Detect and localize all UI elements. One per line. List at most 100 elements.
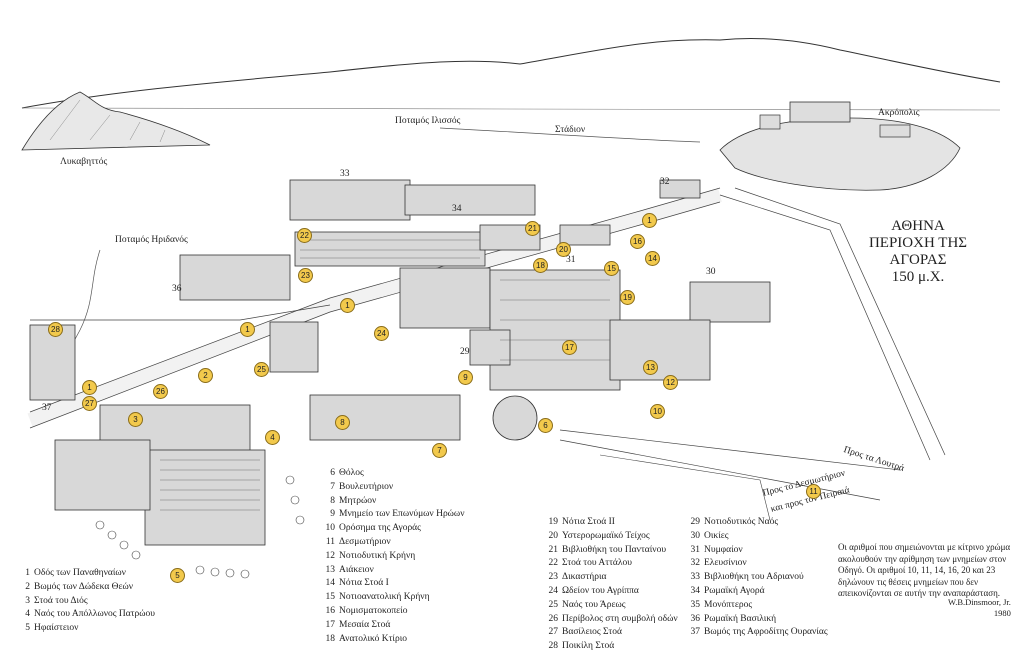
legend-item: 5 Ηφαίστειον — [18, 622, 155, 636]
legend-item-label: Οικίες — [704, 530, 729, 541]
legend-item-label: Βιβλιοθήκη του Πανταίνου — [562, 544, 667, 555]
legend-item-number: 14 — [325, 578, 336, 589]
legend-item-label: Ορόσημα της Αγοράς — [339, 523, 421, 534]
legend-item: 6 Θόλος — [315, 467, 465, 481]
legend-item-label: Νοτιοδυτική Κρήνη — [339, 550, 416, 561]
legend-item-label: Ρωμαϊκή Βασιλική — [704, 613, 777, 624]
legend-item-number: 15 — [325, 592, 336, 603]
map-number-33: 33 — [340, 169, 350, 179]
legend-item: 11 Δεσμωτήριον — [315, 536, 465, 550]
badge-15: 15 — [604, 261, 619, 276]
ilissos-river — [439, 127, 701, 143]
road-west — [30, 304, 331, 321]
badge-14: 14 — [645, 251, 660, 266]
badge-18: 18 — [533, 258, 548, 273]
legend-item-number: 21 — [548, 544, 559, 555]
legend-item-number: 30 — [690, 530, 701, 541]
badge-16: 16 — [630, 234, 645, 249]
tholos — [492, 395, 538, 441]
legend-item-number: 32 — [690, 558, 701, 569]
badge-1a: 1 — [642, 213, 657, 228]
legend-item-number: 2 — [25, 581, 30, 592]
badge-11: 11 — [806, 484, 821, 499]
legend-item-label: Ναός του Άρεως — [562, 599, 626, 610]
royal-stoa — [54, 439, 151, 511]
badge-3: 3 — [128, 412, 143, 427]
legend-item-number: 6 — [330, 468, 335, 478]
road-east — [719, 194, 931, 461]
legend-item-label: Νοτιοανατολική Κρήνη — [339, 592, 430, 603]
legend-item-number: 11 — [325, 536, 335, 547]
parthenon — [789, 101, 851, 123]
legend-item-label: Ελευσίνιον — [704, 558, 747, 569]
legend-item-number: 18 — [325, 633, 336, 644]
legend-item-label: Θόλος — [339, 468, 364, 478]
label-eridanos: Ποταμός Ηριδανός — [115, 235, 188, 245]
badge-24: 24 — [374, 326, 389, 341]
legend-item-label: Ωδείον του Αγρίππα — [562, 585, 639, 596]
legend-item-number: 36 — [690, 613, 701, 624]
title-line-2: ΠΕΡΙΟΧΗ ΤΗΣ ΑΓΟΡΑΣ — [868, 235, 968, 268]
coastline — [21, 107, 1001, 111]
legend-item-number: 10 — [325, 523, 336, 534]
legend-item-number: 3 — [25, 595, 30, 606]
legend-item-label: Ηφαίστειον — [34, 623, 79, 634]
badge-19: 19 — [620, 290, 635, 305]
badge-26: 26 — [153, 384, 168, 399]
badge-6: 6 — [538, 418, 553, 433]
label-stadion: Στάδιον — [555, 125, 586, 135]
badge-25: 25 — [254, 362, 269, 377]
map-number-31: 31 — [566, 255, 576, 265]
temple-of-ares — [269, 321, 319, 373]
legend-item-label: Οδός των Παναθηναίων — [34, 568, 126, 578]
legend-item-number: 5 — [25, 623, 30, 634]
map-number-37: 37 — [42, 403, 52, 413]
credit: W.B.Dinsmoor, Jr. 1980 — [948, 597, 1011, 619]
legend-item-label: Βωμός της Αφροδίτης Ουρανίας — [704, 627, 828, 638]
legend-item-number: 13 — [325, 564, 336, 575]
legend-item-label: Βουλευτήριον — [339, 481, 394, 492]
legend-item-number: 8 — [330, 495, 335, 506]
legend-item-number: 23 — [548, 572, 559, 583]
legend-item-number: 27 — [548, 627, 559, 638]
legend-item-number: 34 — [690, 585, 701, 596]
hephaisteion — [144, 449, 266, 546]
legend-item-number: 33 — [690, 572, 701, 583]
legend-item-label: Βιβλιοθήκη του Αδριανού — [704, 572, 804, 583]
badge-13: 13 — [643, 360, 658, 375]
legend-item-number: 22 — [548, 558, 559, 569]
acropolis-rock — [719, 117, 961, 191]
legend-item-label: Δεσμωτήριον — [339, 536, 391, 547]
legend-item-label: Νότια Στοά Ι — [339, 578, 389, 589]
title-line-3: 150 μ.Χ. — [891, 269, 945, 285]
legend-item-label: Στοά του Αττάλου — [562, 558, 632, 569]
legend-item-label: Υστερορωμαϊκό Τείχος — [562, 530, 650, 541]
